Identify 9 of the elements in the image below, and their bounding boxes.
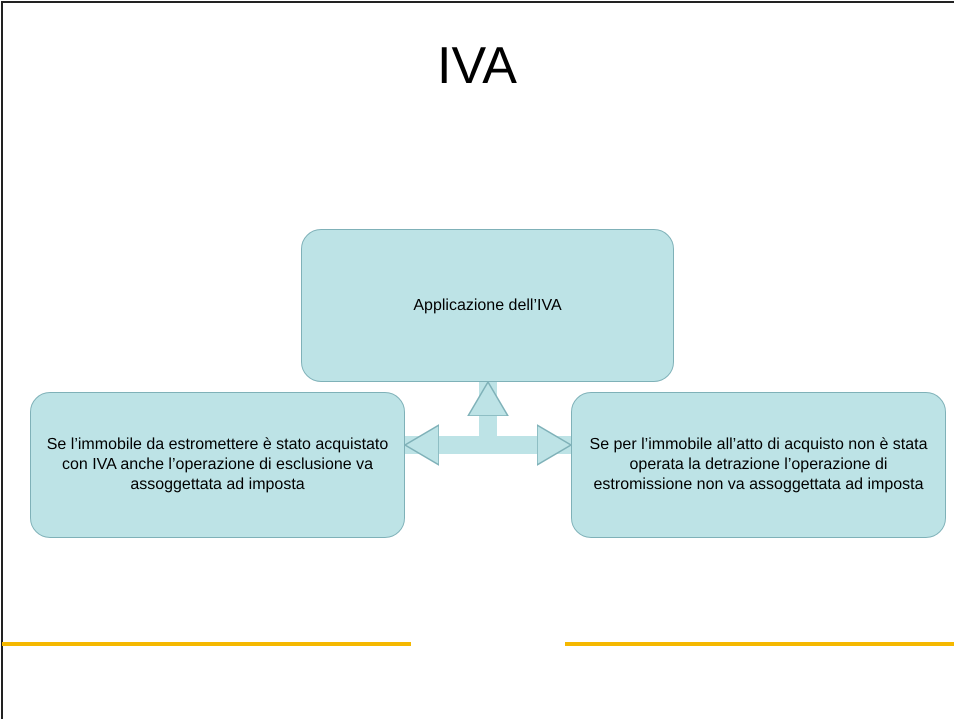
box-text: Se l’immobile da estromettere è stato acquistato con IVA anche l’operazione di esclusione va assoggettata ad imposta [46,435,390,495]
box-text: Se per l’immobile all’atto di acquisto non è stata operata la detrazione l’operazione di estromissione non va assoggettata ad imposta [588,435,928,495]
text-box [30,392,405,538]
title: IVA [437,36,517,96]
block-arrow [404,424,488,466]
box-text: Applicazione dell’IVA [413,296,562,316]
text-box [571,392,946,538]
text-box [301,229,674,382]
block-arrow [488,424,572,466]
